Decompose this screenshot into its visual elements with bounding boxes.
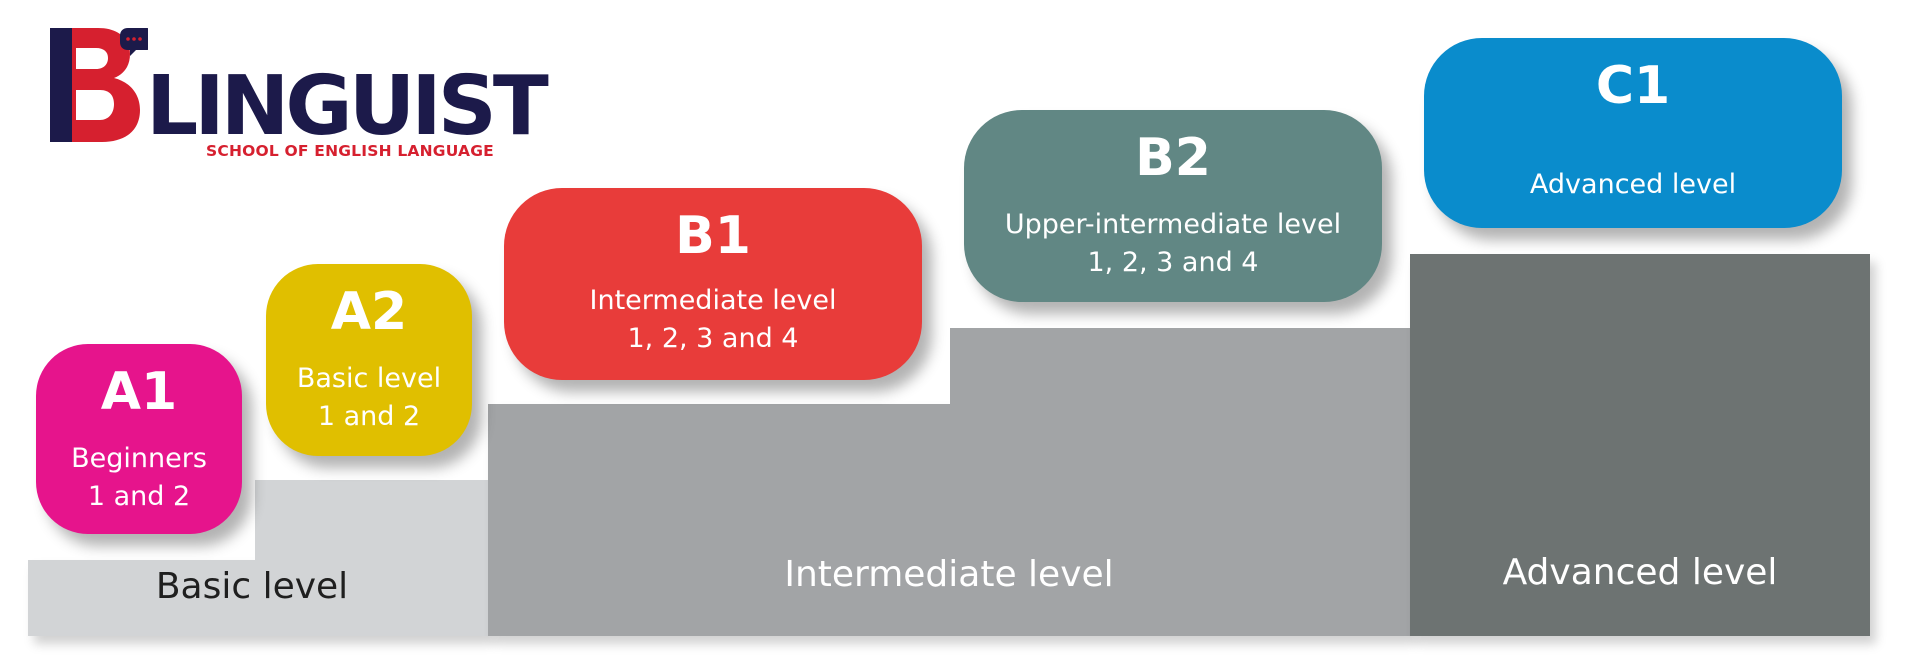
level-description: Basic level 1 and 2 — [266, 360, 472, 436]
level-card-a1: A1 Beginners 1 and 2 — [36, 344, 242, 534]
logo-tagline: SCHOOL OF ENGLISH LANGUAGE — [206, 142, 494, 160]
level-description-line: Advanced level — [1529, 169, 1737, 200]
level-card-a2: A2 Basic level 1 and 2 — [266, 264, 472, 456]
step-intermediate-riser — [950, 328, 1410, 404]
step-advanced-label: Advanced level — [1502, 552, 1778, 593]
logo-b-mark-icon — [50, 28, 148, 142]
logo-wordmark: LINGUIST — [146, 59, 549, 154]
level-code: A1 — [100, 362, 178, 422]
step-basic: Basic level — [28, 560, 488, 636]
level-description-line: Beginners — [71, 443, 207, 474]
level-description-line: 1, 2, 3 and 4 — [1087, 247, 1259, 278]
level-description: Advanced level — [1424, 166, 1842, 204]
level-description: Intermediate level 1, 2, 3 and 4 — [504, 282, 922, 358]
level-description-line: Upper-intermediate level — [1004, 209, 1342, 240]
level-description: Upper-intermediate level 1, 2, 3 and 4 — [964, 206, 1382, 282]
step-intermediate: Intermediate level — [488, 404, 1410, 636]
level-description: Beginners 1 and 2 — [36, 440, 242, 516]
speech-bubble-icon — [120, 28, 148, 56]
blinguist-logo: LINGUIST SCHOOL OF ENGLISH LANGUAGE — [48, 20, 549, 170]
level-card-c1: C1 Advanced level — [1424, 38, 1842, 228]
level-code: A2 — [330, 282, 408, 342]
step-intermediate-label: Intermediate level — [784, 554, 1114, 595]
level-description-line: 1, 2, 3 and 4 — [627, 323, 799, 354]
step-advanced: Advanced level — [1410, 254, 1870, 636]
level-description-line: Basic level — [296, 363, 442, 394]
level-card-b2: B2 Upper-intermediate level 1, 2, 3 and … — [964, 110, 1382, 302]
step-basic-label: Basic level — [155, 566, 349, 607]
level-description-line: 1 and 2 — [317, 401, 421, 432]
level-description-line: 1 and 2 — [87, 481, 191, 512]
level-code: B1 — [675, 206, 751, 266]
level-card-b1: B1 Intermediate level 1, 2, 3 and 4 — [504, 188, 922, 380]
level-code: C1 — [1595, 56, 1671, 116]
level-description-line: Intermediate level — [589, 285, 837, 316]
step-basic-riser — [255, 480, 488, 560]
level-code: B2 — [1135, 128, 1211, 188]
